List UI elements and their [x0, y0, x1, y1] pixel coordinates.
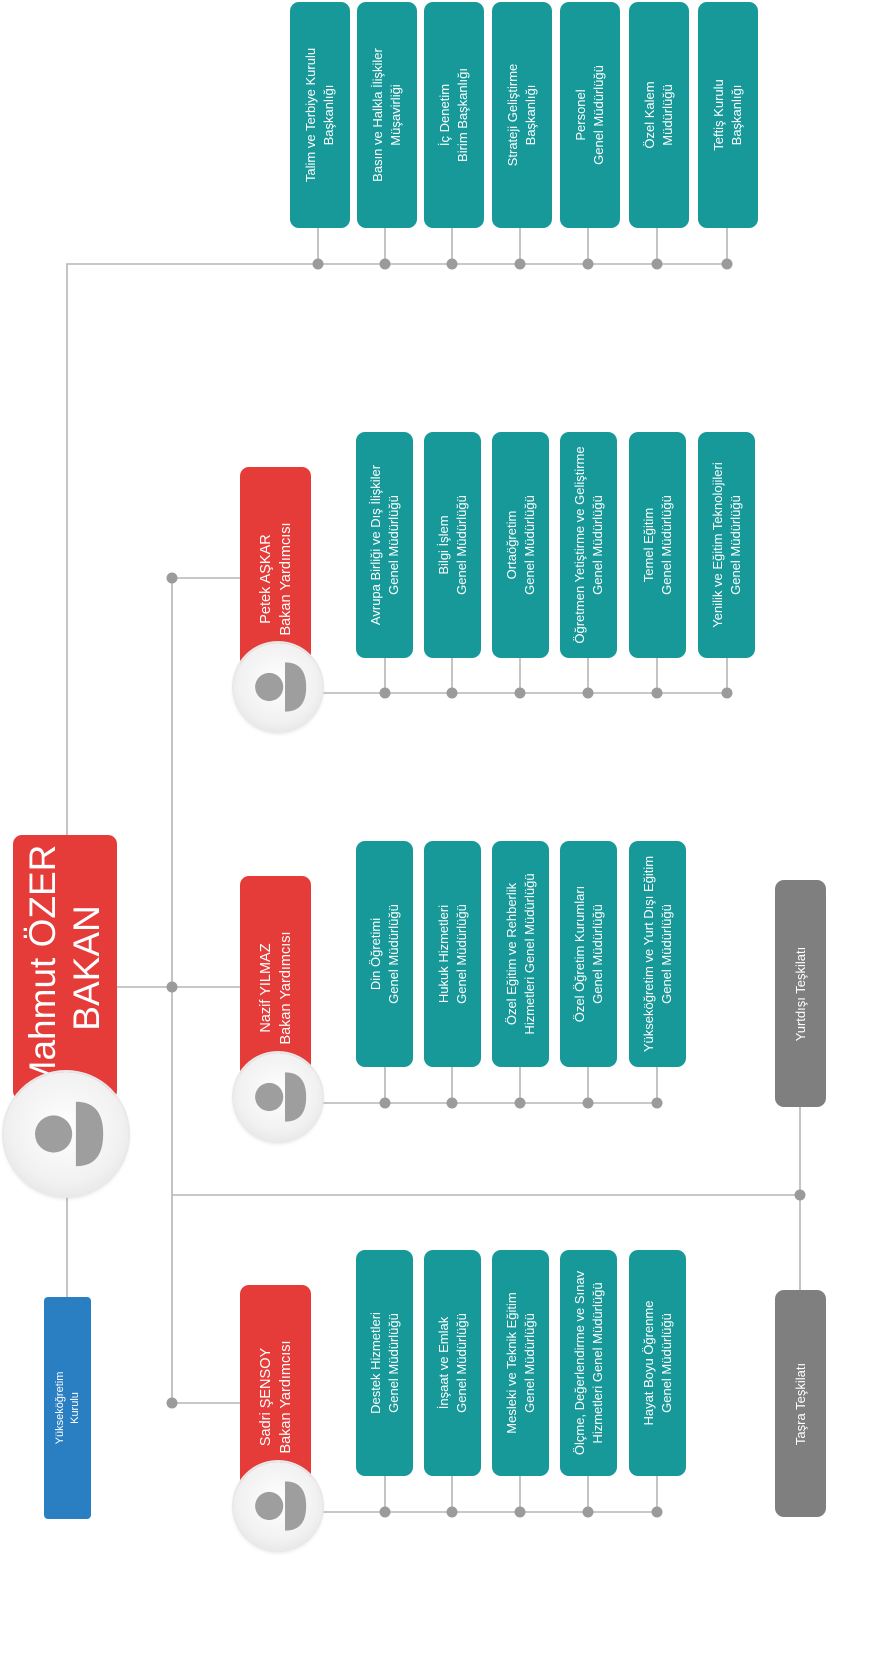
unit-line2: Başkanlığı [523, 84, 538, 146]
unit-line1: İnşaat ve Emlak [435, 1316, 451, 1410]
org-box-tasra: Taşra Teşkilatı [775, 1290, 826, 1517]
deputy-title: Bakan Yardımcısı [277, 931, 294, 1045]
deputy-name: Sadri ŞENSOY [257, 1347, 274, 1447]
unit-line1: Hayat Boyu Öğrenme [640, 1300, 656, 1426]
unit-line1: Avrupa Birliği ve Dış İlişkiler [367, 464, 383, 626]
avatar-minister [4, 1072, 128, 1196]
unit-line2: Genel Müdürlüğü [385, 495, 401, 595]
unit-line2: Genel Müdürlüğü [453, 904, 469, 1004]
unit-line2: Genel Müdürlüğü [521, 495, 537, 595]
unit-line1: Özel Eğitim ve Rehberlik [503, 882, 519, 1026]
unit-line2: Genel Müdürlüğü [453, 1313, 469, 1413]
unit-line1: Hukuk Hizmetleri [435, 904, 451, 1004]
unit-line2: Birim Başkanlığı [455, 68, 470, 162]
unit-line2: Genel Müdürlüğü [591, 65, 606, 165]
unit-line2: Genel Müdürlüğü [727, 495, 743, 595]
unit-line2: Başkanlığı [729, 84, 744, 146]
deputy-title: Bakan Yardımcısı [277, 1340, 294, 1454]
higher-board-line1: Yükseköğretim [53, 1371, 66, 1445]
avatar-nazif [234, 1053, 322, 1141]
deputy-title: Bakan Yardımcısı [277, 522, 294, 636]
minister-title: BAKAN [66, 904, 107, 1031]
org-label: Taşra Teşkilatı [792, 1362, 808, 1445]
org-label: Yurtdışı Teşkilatı [792, 946, 808, 1041]
unit-line2: Müdürlüğü [660, 84, 675, 146]
unit-line2: Genel Müdürlüğü [385, 904, 401, 1004]
unit-line1: Personel [573, 89, 588, 141]
unit-line1: Özel Kalem [642, 81, 657, 149]
unit-line1: Destek Hizmetleri [367, 1312, 383, 1414]
unit-line1: Mesleki ve Teknik Eğitim [503, 1292, 519, 1434]
minister-name: Mahmut ÖZER [22, 844, 63, 1091]
deputy-name: Petek AŞKAR [257, 534, 274, 624]
avatar-petek [234, 643, 322, 731]
unit-line2: Hizmetleri Genel Müdürlüğü [589, 1282, 605, 1444]
unit-line1: İç Denetim [437, 83, 452, 147]
unit-line2: Genel Müdürlüğü [658, 1313, 674, 1413]
unit-line2: Genel Müdürlüğü [521, 1313, 537, 1413]
person-icon [255, 662, 307, 712]
unit-line1: Ortaöğretim [503, 510, 519, 580]
person-icon [255, 1072, 307, 1122]
unit-line1: Bilgi İşlem [435, 515, 451, 575]
org-box-yurtdisi: Yurtdışı Teşkilatı [775, 880, 826, 1107]
unit-line2: Genel Müdürlüğü [453, 495, 469, 595]
unit-line2: Genel Müdürlüğü [589, 904, 605, 1004]
unit-line2: Müşavirliği [388, 84, 403, 146]
person-icon [255, 1481, 307, 1531]
unit-line2: Başkanlığı [321, 84, 336, 146]
unit-line1: Din Öğretimi [367, 917, 383, 991]
unit-line2: Genel Müdürlüğü [658, 495, 674, 595]
higher-board-line2: Kurulu [68, 1392, 81, 1424]
person-icon [35, 1101, 104, 1167]
unit-line1: Temel Eğitim [640, 507, 656, 583]
unit-line2: Hizmetleri Genel Müdürlüğü [521, 873, 537, 1035]
unit-line1: Yükseköğretim ve Yurt Dışı Eğitim [640, 855, 656, 1053]
unit-line1: Ölçme, Değerlendirme ve Sınav [571, 1270, 587, 1456]
unit-line1: Strateji Geliştirme [505, 63, 520, 167]
avatar-sadri [234, 1462, 322, 1550]
unit-line2: Genel Müdürlüğü [385, 1313, 401, 1413]
unit-line1: Basın ve Halkla İlişkiler [370, 48, 385, 182]
deputy-name: Nazif YILMAZ [257, 943, 274, 1033]
unit-line1: Öğretmen Yetiştirme ve Geliştirme [571, 446, 587, 644]
unit-line1: Talim ve Terbiye Kurulu [303, 47, 318, 183]
unit-line2: Genel Müdürlüğü [589, 495, 605, 595]
unit-line1: Teftiş Kurulu [711, 79, 726, 151]
unit-line1: Yenilik ve Eğitim Teknolojileri [709, 462, 725, 628]
unit-line1: Özel Öğretim Kurumları [571, 885, 587, 1023]
unit-line2: Genel Müdürlüğü [658, 904, 674, 1004]
